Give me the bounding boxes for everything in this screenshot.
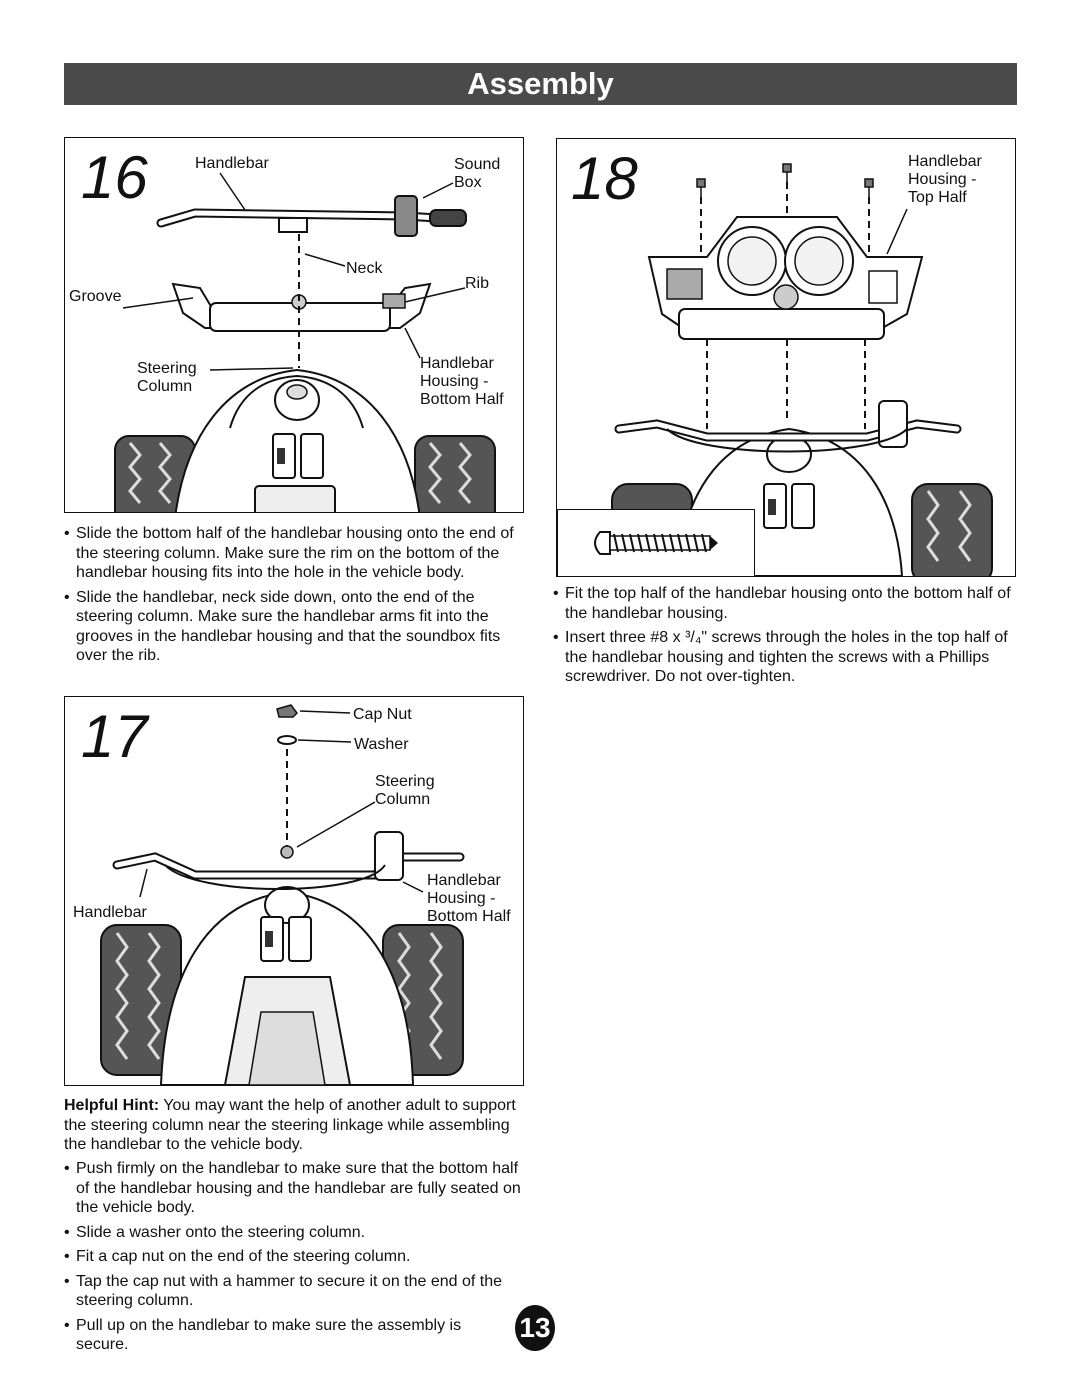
label-housing-top-half: Handlebar Housing - Top Half (908, 153, 982, 207)
label-handlebar: Handlebar (73, 904, 147, 921)
label-groove: Groove (69, 288, 122, 305)
instruction-item: Fit a cap nut on the end of the steering… (64, 1247, 526, 1267)
instruction-item: Insert three #8 x ³/₄" screws through th… (553, 628, 1018, 687)
label-line: Housing - (427, 890, 496, 907)
label-line: Top Half (908, 189, 967, 206)
label-line: Handlebar (908, 153, 982, 170)
label-line: Bottom Half (420, 391, 504, 408)
instruction-item: Push firmly on the handlebar to make sur… (64, 1159, 526, 1218)
step-16-panel: 16 Handlebar Sound Box Neck Rib Groove S… (64, 137, 524, 513)
label-line: Sound (454, 156, 501, 173)
screw-icon (594, 531, 718, 555)
step-number: 16 (81, 144, 148, 211)
hint-text: You may want the help of another adult t… (64, 1097, 516, 1153)
label-housing-bottom-half: Handlebar Housing - Bottom Half (427, 872, 511, 926)
instruction-item: Slide a washer onto the steering column. (64, 1223, 526, 1243)
instruction-item: Slide the handlebar, neck side down, ont… (64, 588, 524, 666)
label-steering-column: Steering Column (375, 773, 435, 809)
label-line: Bottom Half (427, 908, 511, 925)
helpful-hint: Helpful Hint: You may want the help of a… (64, 1096, 524, 1155)
step-number: 17 (81, 703, 148, 770)
step-18-panel: 18 Handlebar Housing - Top Half (556, 138, 1016, 577)
label-line: Column (375, 791, 431, 808)
label-sound-box: Sound Box (454, 156, 500, 192)
instruction-item: Tap the cap nut with a hammer to secure … (64, 1272, 526, 1311)
instruction-item: Slide the bottom half of the handlebar h… (64, 524, 524, 583)
label-line: Handlebar (427, 872, 501, 889)
step-17-illustration (100, 704, 465, 1085)
label-line: Steering (137, 360, 197, 377)
step-18-illustration (611, 163, 993, 576)
label-line: Steering (375, 773, 435, 790)
step-17-instructions: Push firmly on the handlebar to make sur… (64, 1159, 526, 1360)
label-line: Handlebar (420, 355, 494, 372)
step-18-instructions: Fit the top half of the handlebar housin… (553, 584, 1018, 692)
label-handlebar: Handlebar (195, 155, 269, 172)
hint-label: Helpful Hint: (64, 1097, 160, 1114)
step-16-instructions: Slide the bottom half of the handlebar h… (64, 524, 524, 671)
step-number: 18 (571, 145, 638, 212)
step-16-illustration (114, 172, 496, 512)
label-cap-nut: Cap Nut (353, 706, 412, 723)
instruction-item: Fit the top half of the handlebar housin… (553, 584, 1018, 623)
page-title: Assembly (64, 63, 1017, 105)
label-line: Housing - (908, 171, 977, 188)
page-number-badge: 13 (515, 1305, 555, 1351)
label-line: Box (454, 174, 482, 191)
label-line: Column (137, 378, 193, 395)
instruction-item: Pull up on the handlebar to make sure th… (64, 1316, 486, 1355)
screw-detail-inset (557, 509, 755, 576)
label-housing-bottom-half: Handlebar Housing - Bottom Half (420, 355, 504, 409)
label-line: Housing - (420, 373, 489, 390)
label-rib: Rib (465, 275, 490, 292)
label-neck: Neck (346, 260, 383, 277)
step-17-panel: 17 Cap Nut Washer Steering Column Handle… (64, 696, 524, 1086)
label-washer: Washer (354, 736, 409, 753)
label-steering-column: Steering Column (137, 360, 197, 396)
